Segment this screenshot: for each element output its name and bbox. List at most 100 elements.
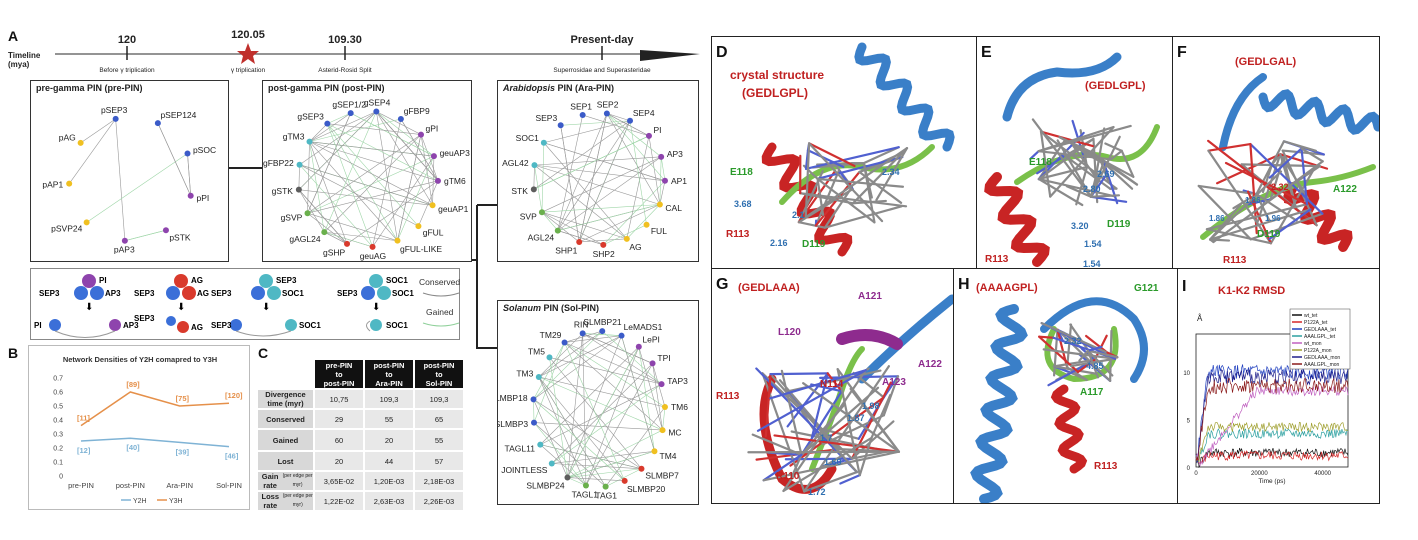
timeline-unit: (mya) xyxy=(8,60,30,69)
panel-label-i: I xyxy=(1182,278,1186,295)
svg-text:SEP3: SEP3 xyxy=(211,289,232,298)
table-cell: 109,3 xyxy=(365,390,413,408)
panel-label-h: H xyxy=(958,276,970,293)
y-unit: Å xyxy=(1197,314,1203,323)
svg-text:⬇: ⬇ xyxy=(85,302,93,313)
star-icon xyxy=(237,43,259,64)
network-node-label: SLMBP7 xyxy=(645,471,679,481)
distance-label: 1.60 xyxy=(824,457,842,467)
network-node xyxy=(579,112,586,119)
rmsd-legend-entry: wt_tet xyxy=(1304,313,1318,319)
network-node-label: TM6 xyxy=(671,402,688,412)
rmsd-legend-entry: GEDLAAA_tet xyxy=(1304,327,1337,333)
residue-label: R113 xyxy=(985,254,1009,265)
table-cell: 2,18E-03 xyxy=(415,472,463,490)
network-node xyxy=(554,227,561,234)
data-label: [75] xyxy=(176,394,190,403)
network-node xyxy=(564,474,571,481)
network-node xyxy=(661,177,668,184)
distance-label: 2.34 xyxy=(882,167,900,177)
network-node xyxy=(530,396,537,403)
table-cell: 29 xyxy=(315,410,363,428)
network-node-label: TM29 xyxy=(540,330,562,340)
network-node-label: STK xyxy=(511,186,528,196)
residue-label: E118 xyxy=(730,167,753,178)
network-title-sol: Solanum PIN (Sol-PIN) xyxy=(503,303,600,313)
distance-label: 1.54 xyxy=(1083,259,1101,269)
timeline-caption-4: Superrosidae and Superasteridae xyxy=(553,67,651,74)
data-label: [46] xyxy=(225,452,239,461)
legend-conserved: Conserved xyxy=(419,277,460,287)
svg-text:SEP3: SEP3 xyxy=(276,276,297,285)
residue-label: G121 xyxy=(1134,283,1159,294)
svg-text:AG: AG xyxy=(191,276,203,285)
network-node-label: gTM3 xyxy=(283,132,305,142)
panel-label-g: G xyxy=(716,276,728,293)
x-tick-label: pre-PIN xyxy=(68,481,94,490)
y-tick-label: 0.7 xyxy=(53,376,63,383)
network-node-label: TM3 xyxy=(516,368,533,378)
network-node xyxy=(561,339,568,346)
distance-label: 1.98 xyxy=(862,401,880,411)
network-node xyxy=(531,162,538,169)
network-node xyxy=(434,177,441,184)
network-node xyxy=(304,210,311,217)
network-node-label: SEP3 xyxy=(535,113,557,123)
table-cell: 60 xyxy=(315,430,363,450)
residue-label: A117 xyxy=(1080,387,1104,398)
complex-diagram: PI SEP3 AP3 ⬇ PI AP3 AG SEP3 AG ⬇ SEP3 A… xyxy=(34,274,460,338)
table-row-label: Divergence time (myr) xyxy=(258,390,313,408)
network-node-label: TAP3 xyxy=(667,376,688,386)
svg-text:AP3: AP3 xyxy=(123,321,139,330)
distance-label: 2.80 xyxy=(1083,184,1101,194)
network-node xyxy=(537,441,544,448)
residue-label: A121 xyxy=(858,291,882,302)
svg-text:SEP3: SEP3 xyxy=(134,289,155,298)
svg-text:SOC1: SOC1 xyxy=(386,276,408,285)
table-row-label: Gain rate(per edge per myr) xyxy=(258,472,313,490)
series-line-Y2H xyxy=(80,437,230,448)
svg-text:SOC1: SOC1 xyxy=(386,321,408,330)
network-node-label: SLMBP3 xyxy=(498,419,528,429)
network-node-label: gFUL xyxy=(423,227,444,237)
network-node-label: CAL xyxy=(665,203,682,213)
network-node xyxy=(296,161,303,168)
network-node-label: TAGL11 xyxy=(505,444,536,454)
timeline-caption-1: Before γ triplication xyxy=(99,67,155,74)
distance-label: 1.86 xyxy=(1245,196,1261,205)
network-node-label: TM4 xyxy=(660,451,677,461)
network-node-label: pPI xyxy=(196,193,209,203)
network-node xyxy=(627,117,634,124)
table-cell: 20 xyxy=(315,452,363,470)
table-cell: 65 xyxy=(415,410,463,428)
data-label: [89] xyxy=(126,380,140,389)
network-node xyxy=(658,381,665,388)
network-node xyxy=(557,122,564,129)
network-node-label: pSEP3 xyxy=(101,105,128,115)
network-node xyxy=(66,180,73,187)
network-node xyxy=(394,237,401,244)
table-cell: 44 xyxy=(365,452,413,470)
residue-label: A122 xyxy=(1333,184,1357,195)
network-node xyxy=(548,460,555,467)
data-label: [40] xyxy=(126,443,140,452)
network-node-label: geuAG xyxy=(360,251,386,261)
residue-label: A123 xyxy=(882,377,906,388)
network-node-label: gSEP4 xyxy=(364,98,391,108)
network-node-label: SLMBP21 xyxy=(583,317,622,327)
svg-text:AP3: AP3 xyxy=(105,289,121,298)
network-node-label: TM5 xyxy=(528,346,545,356)
network-node xyxy=(397,115,404,122)
distance-label: 1.72 xyxy=(808,487,826,497)
network-node-label: gSHP xyxy=(323,247,346,257)
residue-label: E118 xyxy=(1029,157,1052,168)
structure-title: (AAAAGPL) xyxy=(976,282,1038,294)
network-node xyxy=(602,483,609,490)
panel-label-b: B xyxy=(8,345,19,361)
network-title-pre: pre-gamma PIN (pre-PIN) xyxy=(36,83,143,93)
